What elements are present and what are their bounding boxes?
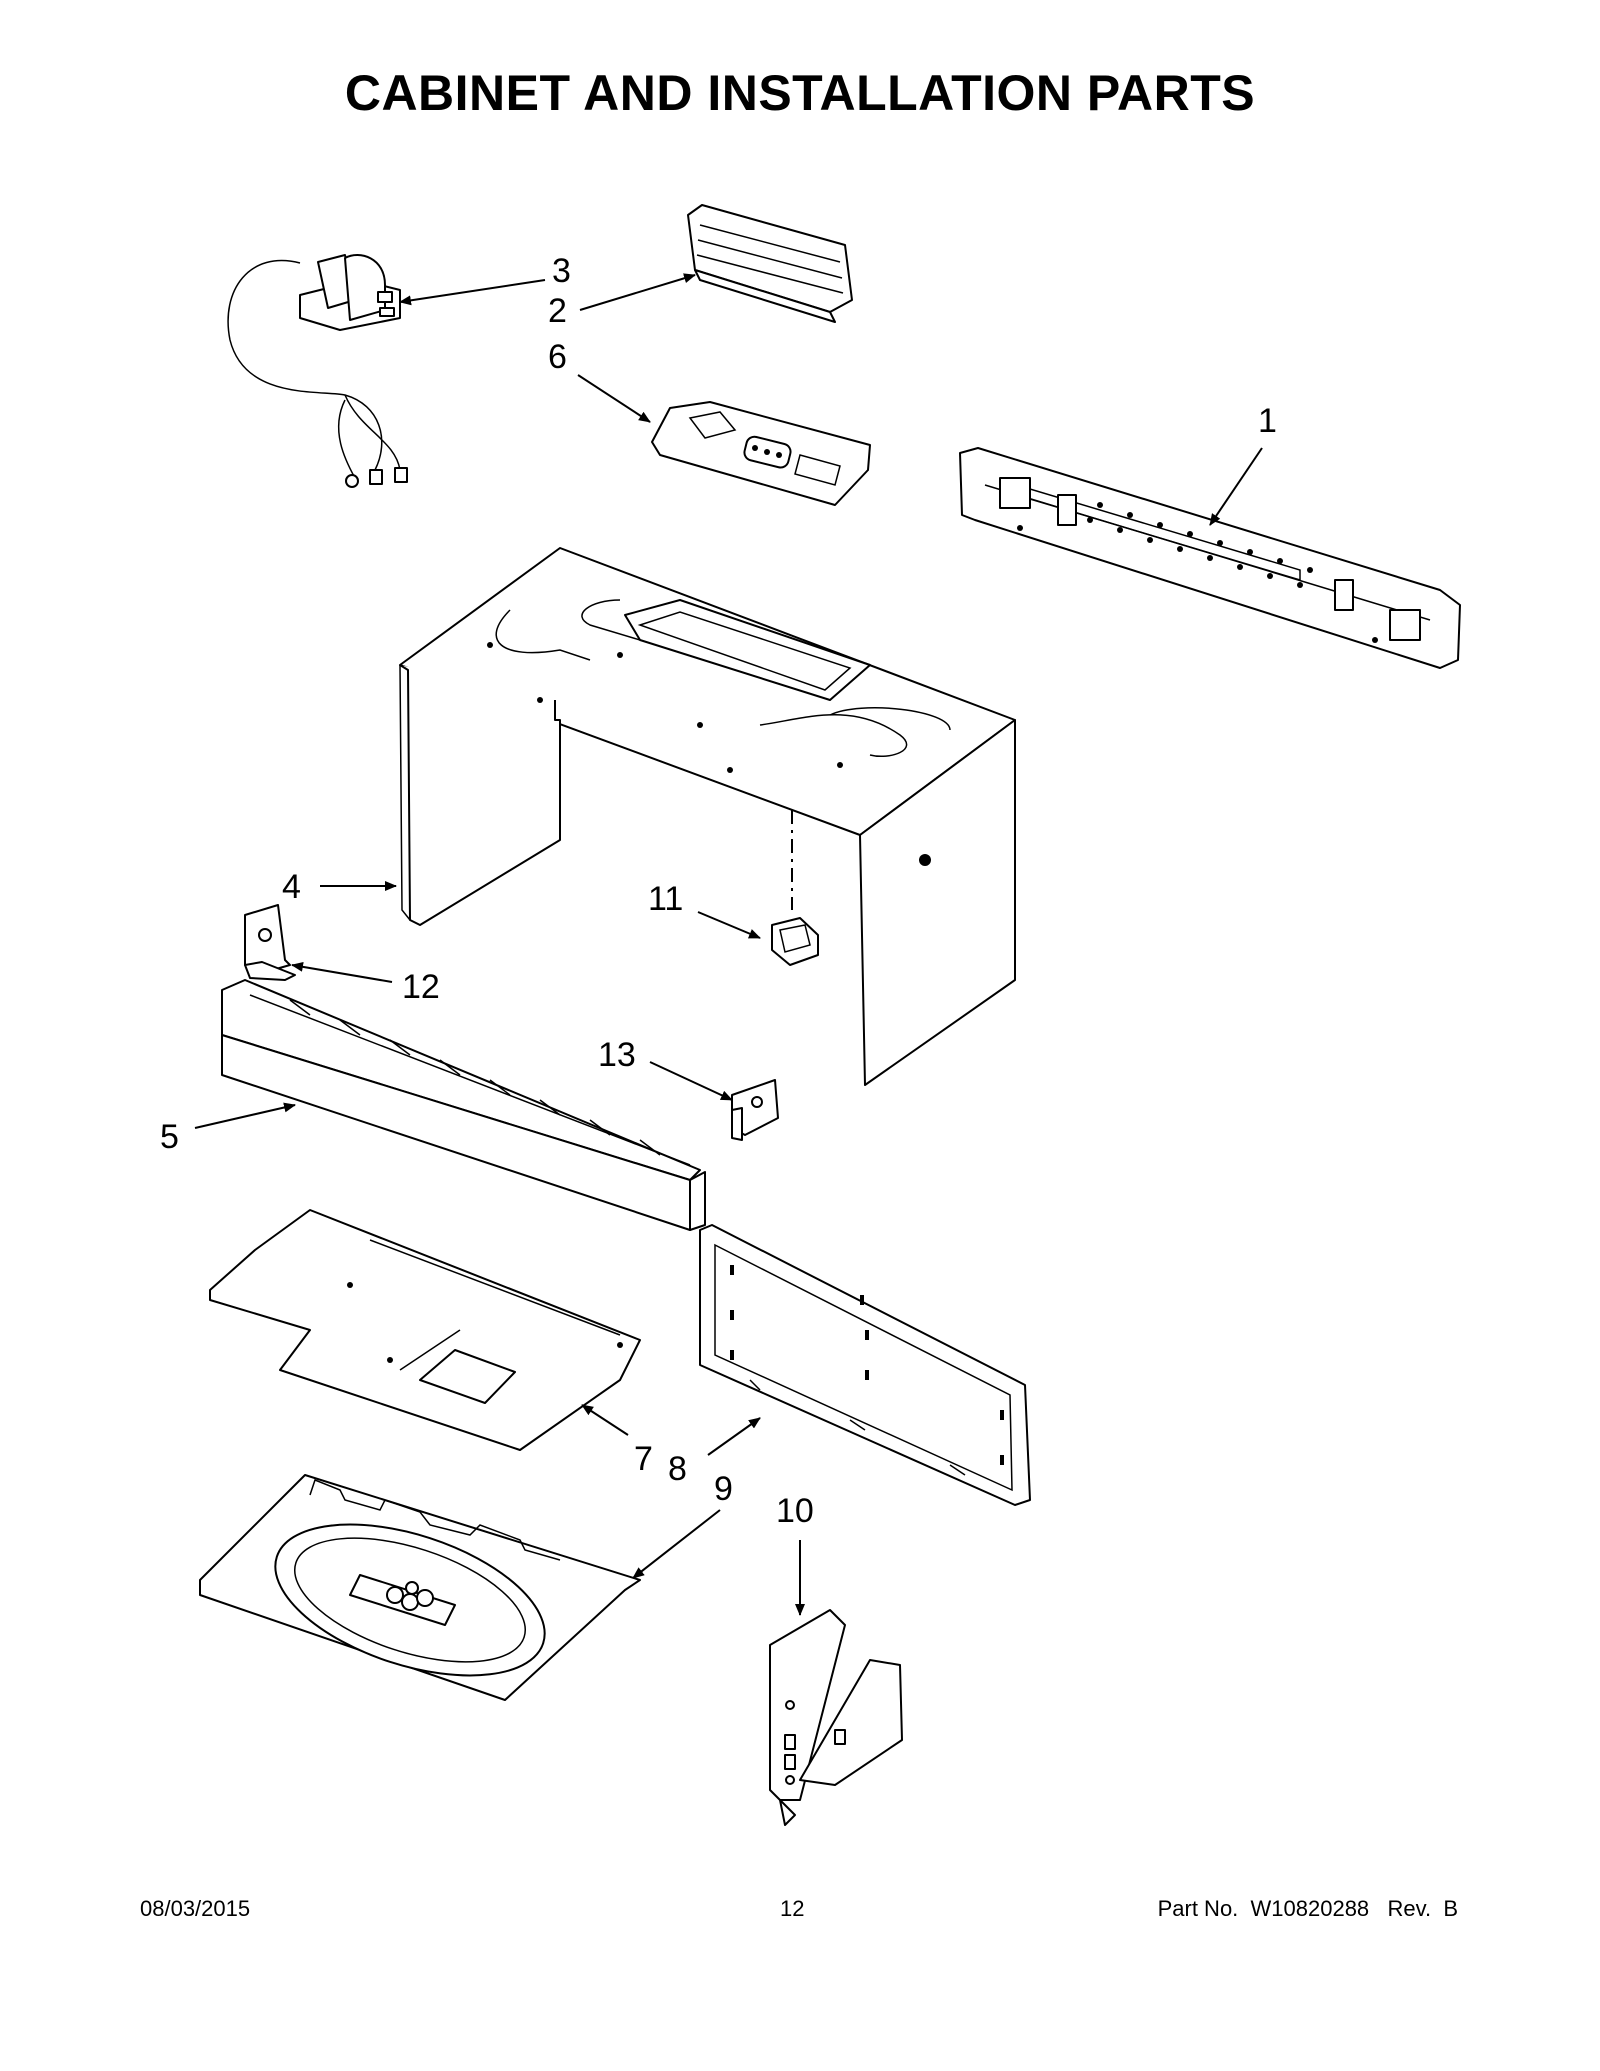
callout-9: 9 bbox=[714, 1470, 733, 1508]
callout-2: 2 bbox=[548, 292, 567, 330]
left-bracket-part bbox=[244, 904, 296, 981]
bottom-plate-part bbox=[209, 1209, 641, 1451]
callout-10: 10 bbox=[776, 1492, 814, 1530]
callout-11: 11 bbox=[648, 880, 683, 918]
callout-13: 13 bbox=[598, 1036, 636, 1074]
top-vent-grille-part bbox=[687, 204, 853, 323]
vent-tube-part bbox=[221, 979, 706, 1231]
callout-arrows bbox=[194, 273, 1263, 1616]
callout-7: 7 bbox=[634, 1440, 653, 1478]
callout-8: 8 bbox=[668, 1450, 687, 1488]
callout-4: 4 bbox=[282, 868, 301, 906]
side-bracket-part bbox=[769, 1609, 903, 1826]
callout-12: 12 bbox=[402, 968, 440, 1006]
mounting-plate-part bbox=[959, 447, 1461, 669]
callout-5: 5 bbox=[160, 1118, 179, 1156]
page-title: CABINET AND INSTALLATION PARTS bbox=[344, 65, 1256, 121]
power-cord-part bbox=[227, 254, 408, 488]
footer-page-number: 12 bbox=[780, 1896, 805, 1921]
turntable-base-part bbox=[199, 1474, 641, 1701]
right-bracket-part bbox=[731, 1079, 779, 1141]
callout-3: 3 bbox=[552, 252, 571, 290]
back-panel-part bbox=[699, 1224, 1031, 1506]
cabinet-wrapper-part bbox=[399, 547, 1016, 1086]
callout-1: 1 bbox=[1258, 402, 1277, 440]
control-plate-part bbox=[651, 401, 871, 506]
callout-6: 6 bbox=[548, 338, 567, 376]
footer-date: 08/03/2015 bbox=[140, 1896, 251, 1921]
connector-part bbox=[771, 917, 819, 966]
footer-part-number: Part No. W10820288 Rev. B bbox=[1157, 1896, 1458, 1921]
